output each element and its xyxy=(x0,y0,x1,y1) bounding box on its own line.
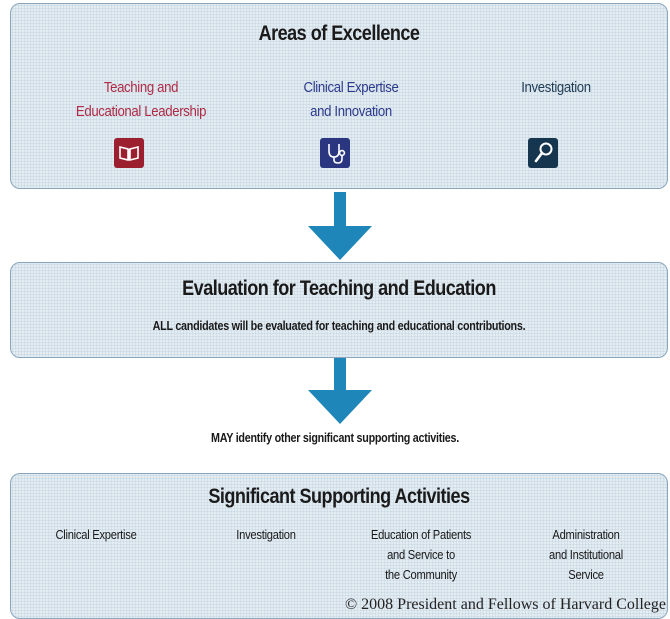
activity-clinical-expertise: Clinical Expertise xyxy=(21,525,171,545)
activity-label-line: the Community xyxy=(385,567,457,582)
evaluation-note: ALL candidates will be evaluated for tea… xyxy=(152,319,526,333)
activity-education-of-patients: Education of Patients and Service to the… xyxy=(341,525,501,585)
panel-title: Evaluation for Teaching and Education xyxy=(182,277,496,300)
area-teaching: Teaching and Educational Leadership xyxy=(41,76,241,124)
activity-label-line: and Service to xyxy=(387,547,455,562)
area-clinical: Clinical Expertise and Innovation xyxy=(261,76,441,124)
copyright-notice: © 2008 President and Fellows of Harvard … xyxy=(345,596,666,613)
activity-investigation: Investigation xyxy=(196,525,336,545)
down-arrow-icon xyxy=(308,358,372,424)
may-identify-note: MAY identify other significant supportin… xyxy=(211,431,459,445)
magnifier-icon xyxy=(528,138,558,168)
activity-label-line: Service xyxy=(568,567,604,582)
activity-label-line: Investigation xyxy=(236,527,296,542)
activity-label-line: and Institutional xyxy=(549,547,623,562)
area-label-line: and Innovation xyxy=(310,103,392,120)
area-label-line: Teaching and xyxy=(103,79,179,96)
area-label-line: Investigation xyxy=(521,79,591,96)
panel-title: Significant Supporting Activities xyxy=(208,485,470,508)
evaluation-panel: Evaluation for Teaching and Education AL… xyxy=(10,262,668,358)
activity-label-line: Education of Patients xyxy=(370,527,472,542)
book-icon xyxy=(114,138,144,168)
areas-of-excellence-panel: Areas of Excellence Teaching and Educati… xyxy=(10,3,668,189)
panel-title: Areas of Excellence xyxy=(258,22,420,45)
area-label-line: Educational Leadership xyxy=(75,103,207,120)
activity-label-line: Administration xyxy=(552,527,620,542)
stethoscope-icon xyxy=(320,138,350,168)
supporting-activities-panel: Significant Supporting Activities Clinic… xyxy=(10,473,668,619)
activity-label-line: Clinical Expertise xyxy=(55,527,137,542)
area-investigation: Investigation xyxy=(481,76,631,100)
activity-administration: Administration and Institutional Service xyxy=(511,525,661,585)
down-arrow-icon xyxy=(308,192,372,260)
area-label-line: Clinical Expertise xyxy=(303,79,399,96)
